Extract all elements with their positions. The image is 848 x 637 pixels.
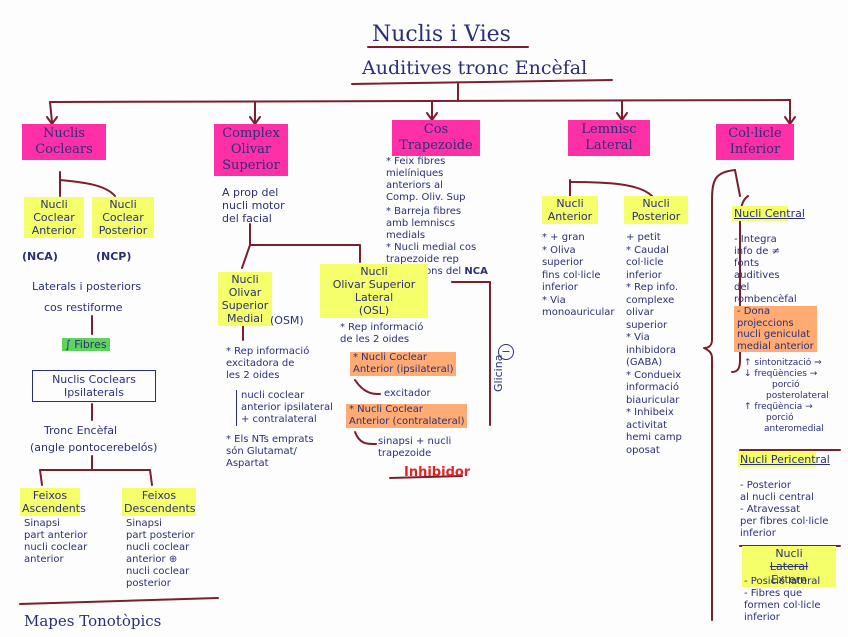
nucli-extern-items: - Posició lateral - Fibres que formen co…: [744, 576, 821, 623]
lateral-text-1: Laterals i posteriors: [32, 280, 142, 293]
nca-abbr: (NCA): [22, 250, 58, 263]
angle-pontocerebelos: (angle pontocerebelós): [30, 441, 158, 454]
nucli-extern-label: Nucli Lateral Extern: [742, 546, 836, 587]
osl-ipsilateral: * Nucli Coclear Anterior (ipsilateral): [350, 352, 457, 376]
nucli-central-items: - Integra info de ≠ fonts auditives del …: [734, 234, 797, 305]
nucli-pericentral-items: - Posterior al nucli central - Atravessa…: [740, 480, 829, 539]
osm-abbr: (OSM): [270, 314, 304, 327]
descendents-text: Sinapsi part posterior nucli coclear ant…: [126, 518, 195, 589]
osl-sinapsi: sinapsi + nucli trapezoide: [378, 436, 452, 459]
page-title: Nuclis i Vies: [372, 22, 511, 47]
nucli-pericentral-label: Nucli Pericentral: [738, 452, 830, 467]
osl-contralateral: * Nucli Coclear Anterior (contralateral): [346, 404, 468, 428]
main-branch-line: [49, 99, 791, 103]
osm-bracket: nucli coclear anterior ipsilateral + con…: [236, 390, 333, 426]
osl-inhibidor: Inhibidor: [404, 465, 471, 480]
mapes-tonotopics: Mapes Tonotòpics: [24, 612, 162, 630]
minus-circle-icon: −: [498, 344, 514, 360]
ascendents-text: Sinapsi part anterior nucli coclear ante…: [24, 518, 88, 565]
osl-rep: * Rep informació de les 2 oides: [340, 322, 424, 345]
cos-trapezoide-b2: * Barreja fibres amb lemniscs medials: [386, 206, 462, 241]
tronc-encefal: Tronc Encèfal: [44, 424, 118, 437]
nucli-central-sintonitzacio: ↑ sintonització ⇒ ↓ freqüències → porció…: [744, 358, 829, 434]
nucli-central-label: Nucli Central: [732, 206, 805, 221]
lateral-text-2: cos restiforme: [44, 301, 123, 314]
nucli-anterior-items: * + gran * Oliva superior fins col·licle…: [542, 232, 615, 318]
fibres-icon: ∫: [65, 338, 71, 351]
osm-bullet-2: * Els NTs emprats són Glutamat/ Aspartat: [226, 434, 314, 469]
osm-bullet-1: * Rep informació excitadora de les 2 oid…: [226, 346, 310, 381]
branch-nuclis-coclears: [49, 101, 53, 123]
osl-excitador: excitador: [384, 388, 431, 399]
nucli-posterior-items: + petit * Caudal col·licle inferior * Re…: [626, 232, 682, 456]
page-subtitle: Auditives tronc Encèfal: [362, 57, 588, 79]
complex-olivar-desc: A prop del nucli motor del facial: [222, 186, 285, 225]
nucli-central-projeccions: - Dona projeccions nucli geniculat media…: [734, 306, 817, 352]
title-underline-2: [351, 79, 613, 85]
fibres-label: ∫ Fibres: [62, 338, 110, 351]
glicina-label: Glicina: [492, 354, 505, 392]
ncp-abbr: (NCP): [96, 250, 132, 263]
cos-trapezoide-b1: * Feix fibres mielíniques anteriors al C…: [386, 156, 466, 203]
